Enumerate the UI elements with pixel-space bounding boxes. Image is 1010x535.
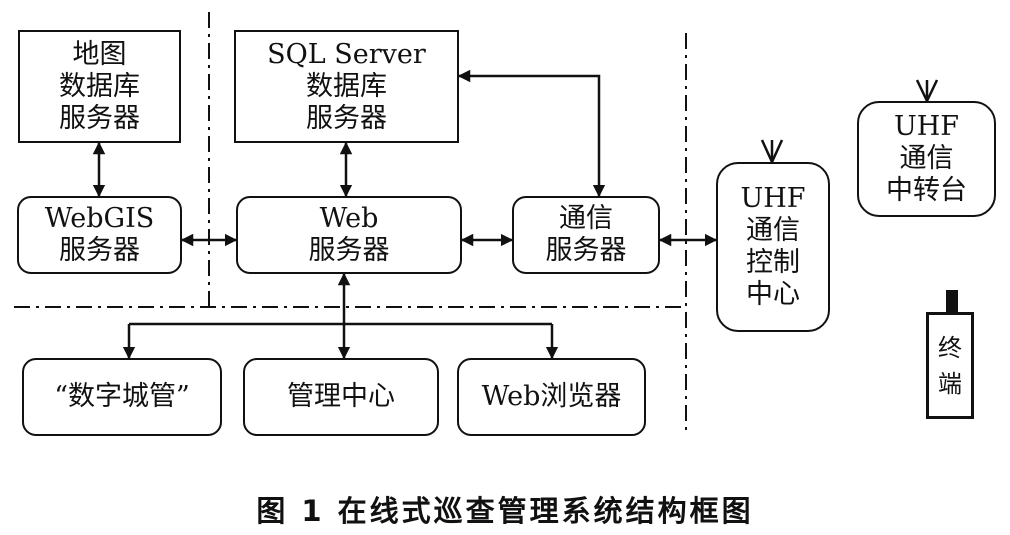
web-server-line-2: 服务器 — [308, 235, 390, 266]
uhf-control-line-1: UHF — [740, 183, 806, 214]
comm-server-box: 通信 服务器 — [512, 196, 660, 274]
map-db-line-3: 服务器 — [59, 102, 140, 134]
digital-city-label: “数字城管” — [54, 381, 190, 412]
terminal-antenna — [946, 290, 958, 314]
digital-city-box: “数字城管” — [22, 358, 222, 436]
map-db-line-1: 地图 — [72, 38, 127, 70]
uhf-control-center-box: UHF 通信 控制 中心 — [716, 162, 830, 332]
mgmt-center-label: 管理中心 — [287, 381, 395, 412]
uhf-relay-line-3: 中转台 — [886, 175, 967, 206]
sql-db-line-2: 数据库 — [306, 70, 387, 102]
web-server-box: Web 服务器 — [236, 196, 462, 274]
comm-server-line-2: 服务器 — [545, 235, 627, 266]
uhf-relay-line-1: UHF — [893, 111, 960, 142]
web-browser-label: Web浏览器 — [481, 381, 622, 412]
webgis-line-1: WebGIS — [44, 203, 155, 234]
web-browser-box: Web浏览器 — [457, 358, 646, 436]
map-db-line-2: 数据库 — [59, 70, 140, 102]
uhf-control-line-3: 控制 — [746, 247, 800, 278]
antenna-icon — [915, 79, 939, 102]
terminal-char-2: 端 — [938, 369, 962, 398]
sql-db-line-1: SQL Server — [267, 38, 426, 70]
webgis-server-box: WebGIS 服务器 — [17, 196, 182, 274]
uhf-relay-line-2: 通信 — [899, 143, 954, 174]
figure-caption: 图 1 在线式巡查管理系统结构框图 — [256, 494, 754, 528]
webgis-line-2: 服务器 — [59, 235, 140, 266]
terminal-device: 终 端 — [926, 312, 974, 419]
comm-server-line-1: 通信 — [559, 203, 613, 234]
uhf-control-line-2: 通信 — [746, 215, 800, 246]
terminal-char-1: 终 — [938, 333, 962, 362]
web-server-line-1: Web — [319, 203, 379, 234]
sql-db-line-3: 服务器 — [306, 102, 387, 134]
uhf-relay-box: UHF 通信 中转台 — [857, 101, 996, 217]
sql-db-server-box: SQL Server 数据库 服务器 — [234, 30, 459, 143]
link-sqldb-comm — [457, 69, 606, 198]
uhf-control-line-4: 中心 — [746, 279, 800, 310]
mgmt-center-box: 管理中心 — [243, 358, 439, 436]
map-db-server-box: 地图 数据库 服务器 — [18, 30, 181, 143]
antenna-icon — [760, 139, 784, 163]
